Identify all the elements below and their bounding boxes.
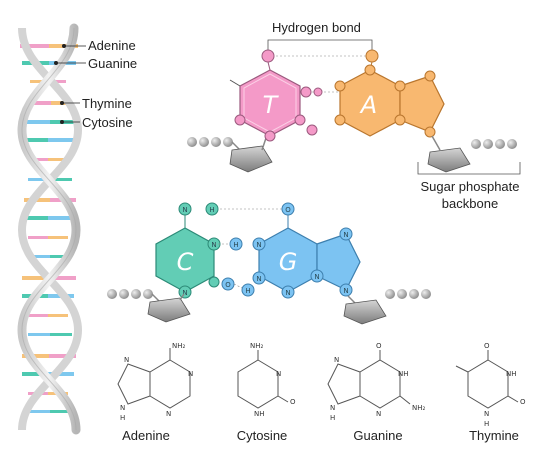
guanine-n7: N [334,356,339,364]
cytosine-nh: NH [254,410,265,418]
atom-label: O [285,206,291,214]
adenine-n1: N [188,370,193,378]
atom-label: N [343,231,348,239]
cytosine-n: N [276,370,281,378]
atom-label: N [343,287,348,295]
adenine-nh2: NH₂ [172,342,186,350]
legend-adenine: Adenine [88,38,136,53]
cytosine-guanine-pair: C N H N N O G O H N N N N N N H [107,202,431,325]
atom-label: N [211,241,216,249]
thymine-nh: NH [506,370,517,378]
adenine-n3: N [166,410,171,418]
cytosine-o: O [290,398,296,406]
adenine-n7: N [124,356,129,364]
backbone-label-line1: Sugar phosphate [420,179,519,194]
legend-thymine: Thymine [82,96,132,111]
backbone-chain-ta-left [187,131,273,173]
backbone-chain-cg-right [343,289,431,325]
atom-label: O [225,281,231,289]
helix-strand-back [17,27,83,431]
guanine-five-ring [316,233,361,291]
atom-label: N [285,289,290,297]
thymine-o-top: O [484,342,490,350]
atom-label: H [245,287,250,295]
backbone-chain-ta-right [427,135,517,173]
guanine-letter: G [279,248,298,276]
dna-helix [17,23,83,435]
helix-legend: Adenine Guanine Thymine Cytosine [54,38,137,130]
thymine-h: H [484,420,489,428]
atom-label: N [182,289,187,297]
structure-thymine [455,350,519,409]
guanine-h: H [330,414,335,422]
backbone-label-line2: backbone [442,196,498,211]
guanine-n3: N [376,410,381,418]
guanine-nh2: NH₂ [412,404,426,412]
thymine-o-right: O [520,398,526,406]
caption-thymine: Thymine [469,428,519,443]
atom-label: H [233,241,238,249]
caption-adenine: Adenine [122,428,170,443]
atom-label: H [209,206,214,214]
guanine-o: O [376,342,382,350]
atom-label: N [314,273,319,281]
adenine-n9: N [120,404,125,412]
cytosine-letter: C [177,248,194,276]
atom-label: N [256,241,261,249]
legend-guanine: Guanine [88,56,137,71]
atom-label: N [256,275,261,283]
guanine-nh: NH [398,370,409,378]
structure-cytosine [237,350,289,409]
adenine-five-ring [399,75,445,133]
hydrogen-bond-label: Hydrogen bond [272,20,361,35]
adenine-letter: A [359,91,377,119]
thymine-adenine-pair: Hydrogen bond T A [187,20,521,211]
structure-guanine [327,350,411,409]
atom-label: N [182,206,187,214]
structure-adenine [117,348,191,409]
thymine-letter: T [263,91,280,119]
cytosine-nh2: NH₂ [250,342,264,350]
legend-cytosine: Cytosine [82,115,133,130]
thymine-n: N [484,410,489,418]
guanine-n9: N [330,404,335,412]
backbone-chain-cg-left [107,289,191,323]
helix-strand-front [17,23,81,435]
adenine-h: H [120,414,125,422]
caption-guanine: Guanine [353,428,402,443]
caption-cytosine: Cytosine [237,428,288,443]
